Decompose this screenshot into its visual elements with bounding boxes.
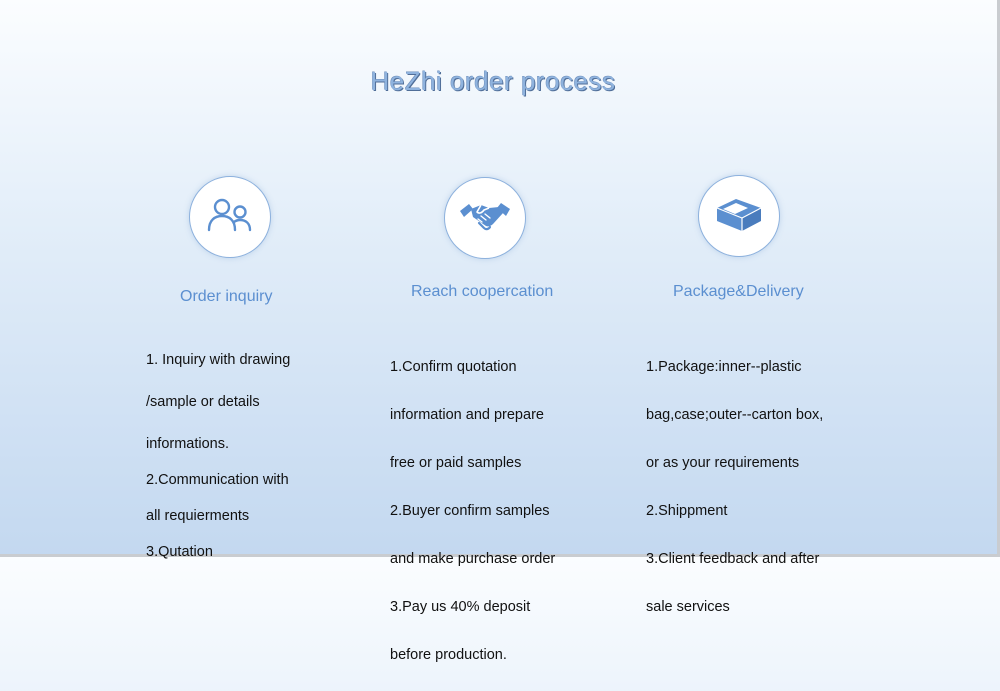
- step-icon-circle: [698, 175, 780, 257]
- step-line: before production.: [390, 647, 507, 663]
- people-icon: [206, 195, 254, 240]
- slide-frame-right: [997, 0, 1000, 557]
- step-line: 2.Buyer confirm samples: [390, 503, 550, 519]
- page-title: HeZhi order process: [370, 66, 616, 96]
- step-line: bag,case;outer--carton box,: [646, 407, 824, 423]
- step-line: or as your requirements: [646, 455, 800, 471]
- step-line: and make purchase order: [390, 551, 556, 567]
- step-line: information and prepare: [390, 407, 544, 423]
- step-line: 3.Client feedback and after: [646, 551, 820, 567]
- step-line: 1.Confirm quotation: [390, 359, 517, 375]
- step-description: 1.Confirm quotation information and prep…: [390, 331, 555, 691]
- handshake-icon: [459, 199, 511, 238]
- step-line: informations.: [146, 436, 230, 452]
- step-description: 1. Inquiry with drawing /sample or detai…: [146, 334, 290, 578]
- slide-frame-bottom: [0, 554, 1000, 557]
- step-line: free or paid samples: [390, 455, 522, 471]
- step-line: /sample or details: [146, 394, 260, 410]
- step-title: Order inquiry: [180, 288, 273, 305]
- step-line: 1.Package:inner--plastic: [646, 359, 802, 375]
- step-icon-circle: [189, 176, 271, 258]
- package-icon: [714, 194, 764, 239]
- step-title: Reach coopercation: [411, 283, 554, 300]
- step-icon-circle: [444, 177, 526, 259]
- step-line: 3.Pay us 40% deposit: [390, 599, 531, 615]
- step-line: 3.Qutation: [146, 544, 213, 560]
- step-title: Package&Delivery: [673, 283, 804, 300]
- step-line: 2.Shippment: [646, 503, 728, 519]
- step-line: all requierments: [146, 508, 250, 524]
- step-description: 1.Package:inner--plastic bag,case;outer-…: [646, 331, 823, 643]
- step-line: sale services: [646, 599, 730, 615]
- step-line: 2.Communication with: [146, 472, 289, 488]
- step-line: 1. Inquiry with drawing: [146, 352, 291, 368]
